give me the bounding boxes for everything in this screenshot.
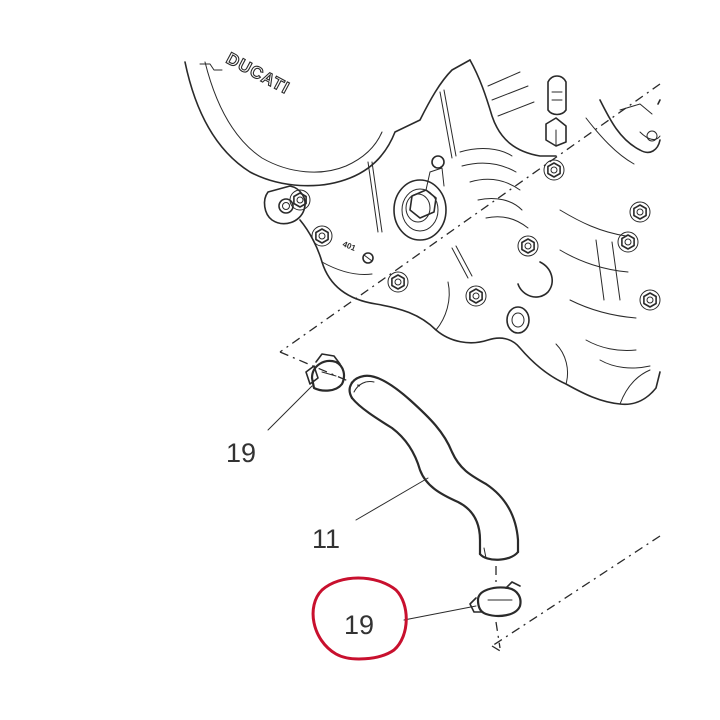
hex-bolt [311, 225, 333, 247]
hex-bolt [629, 201, 651, 223]
hex-bolt [465, 285, 487, 307]
svg-text:DUCATI: DUCATI [223, 49, 293, 98]
hose-clamp-upper [305, 353, 346, 392]
hex-bolt [387, 271, 409, 293]
callout-label-hose: 11 [312, 524, 340, 554]
leader-lines [267, 385, 477, 621]
casing-bolts [289, 159, 661, 311]
hex-bolt [517, 235, 539, 257]
callout-label-clamp-lower: 19 [344, 610, 374, 640]
hex-bolt [617, 231, 639, 253]
ducati-logo: DUCATI [223, 48, 294, 98]
hex-bolt [543, 159, 565, 181]
engine-casing: DUCATI [184, 48, 661, 406]
hex-bolt [639, 289, 661, 311]
coolant-hose [348, 374, 520, 561]
hex-bolt [289, 189, 311, 211]
highlight-circle [311, 576, 408, 661]
svg-text:401: 401 [341, 240, 357, 254]
hose-clamp-lower [469, 581, 522, 617]
callout-label-clamp-upper: 19 [226, 438, 256, 468]
casting-stamp: 401 [341, 240, 357, 254]
assembly-center-lines [279, 83, 661, 653]
